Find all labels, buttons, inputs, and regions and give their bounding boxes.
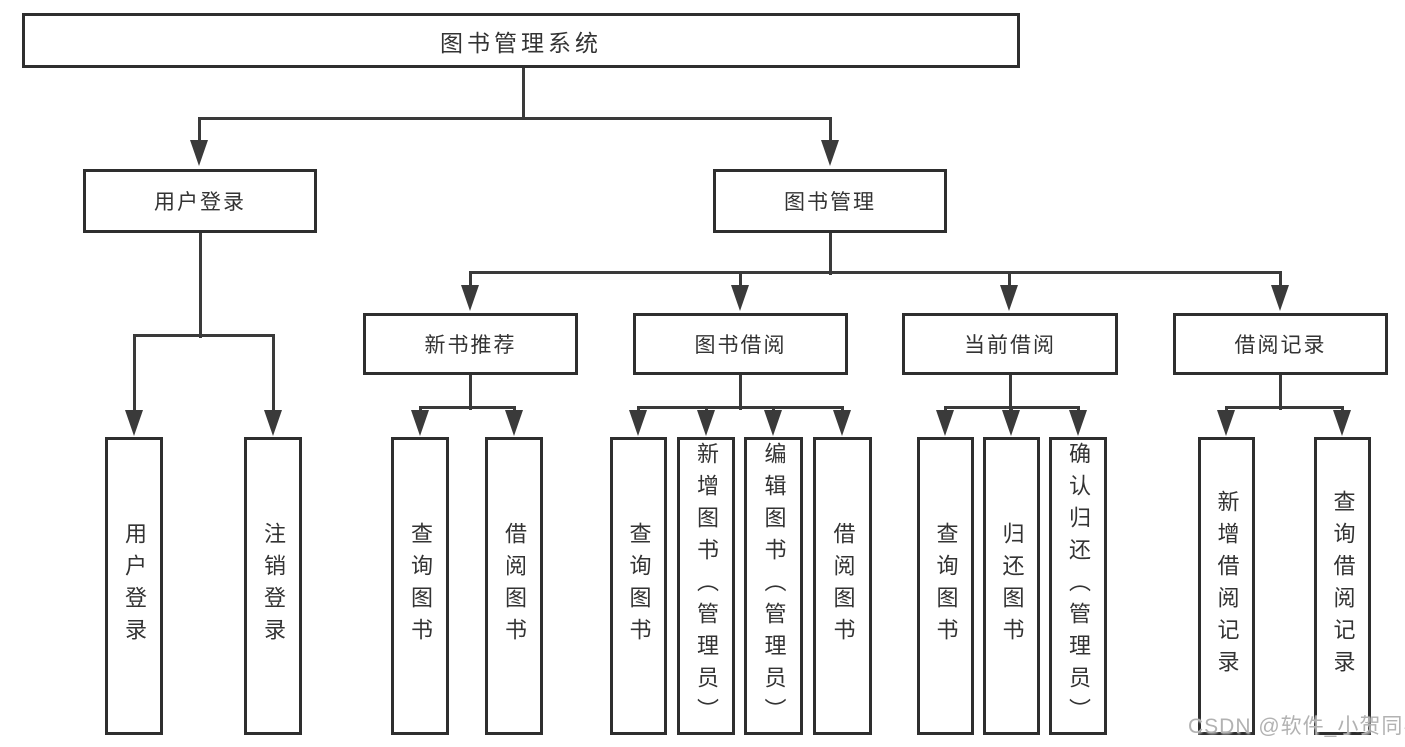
- connector-line: [828, 233, 832, 275]
- connector-line: [1278, 272, 1282, 288]
- connector-line: [1278, 375, 1282, 410]
- leaf-borrow-add-books-admin: 新增图书（管理员）: [677, 437, 735, 735]
- leaf-logout: 注销登录: [244, 437, 302, 735]
- leaf-label: 借阅图书: [502, 522, 527, 650]
- node-borrowing-records: 借阅记录: [1173, 313, 1388, 375]
- connector-line: [521, 68, 525, 118]
- leaf-borrow-borrow-books: 借阅图书: [813, 437, 872, 735]
- connector-line: [132, 335, 136, 414]
- connector-line: [197, 118, 201, 146]
- arrowhead-down-icon: [833, 410, 851, 436]
- connector-line: [468, 272, 472, 288]
- connector-line: [468, 375, 472, 410]
- arrowhead-down-icon: [697, 410, 715, 436]
- connector-line: [943, 405, 1080, 409]
- arrowhead-down-icon: [1002, 410, 1020, 436]
- node-book-management: 图书管理: [713, 169, 947, 233]
- leaf-current-query-books: 查询图书: [917, 437, 974, 735]
- leaf-recommend-borrow-books: 借阅图书: [485, 437, 543, 735]
- leaf-label: 确认归还（管理员）: [1066, 442, 1091, 730]
- connector-line: [636, 405, 844, 409]
- leaf-user-login: 用户登录: [105, 437, 163, 735]
- arrowhead-down-icon: [190, 140, 208, 166]
- leaf-label: 新增借阅记录: [1214, 490, 1240, 682]
- node-user-login: 用户登录: [83, 169, 317, 233]
- csdn-watermark: CSDN @软件_小贺同学: [1188, 715, 1405, 738]
- leaf-records-add-record: 新增借阅记录: [1198, 437, 1255, 735]
- arrowhead-down-icon: [264, 410, 282, 436]
- connector-line: [198, 233, 202, 338]
- leaf-current-return-books: 归还图书: [983, 437, 1040, 735]
- leaf-label: 查询图书: [933, 522, 959, 650]
- arrowhead-down-icon: [1069, 410, 1087, 436]
- arrowhead-down-icon: [821, 140, 839, 166]
- node-new-book-recommendation: 新书推荐: [363, 313, 578, 375]
- leaf-label: 查询图书: [408, 522, 433, 650]
- connector-line: [132, 333, 275, 337]
- arrowhead-down-icon: [461, 285, 479, 311]
- leaf-label: 查询图书: [626, 522, 652, 650]
- connector-line: [197, 116, 832, 120]
- arrowhead-down-icon: [1333, 410, 1351, 436]
- connector-line: [271, 335, 275, 414]
- arrowhead-down-icon: [629, 410, 647, 436]
- connector-line: [828, 118, 832, 146]
- leaf-borrow-query-books: 查询图书: [610, 437, 667, 735]
- arrowhead-down-icon: [936, 410, 954, 436]
- leaf-label: 查询借阅记录: [1330, 490, 1356, 682]
- arrowhead-down-icon: [1271, 285, 1289, 311]
- leaf-records-query-record: 查询借阅记录: [1314, 437, 1371, 735]
- leaf-label: 编辑图书（管理员）: [761, 442, 787, 730]
- connector-line: [468, 270, 1282, 274]
- node-book-borrowing: 图书借阅: [633, 313, 848, 375]
- connector-line: [1008, 375, 1012, 410]
- arrowhead-down-icon: [505, 410, 523, 436]
- leaf-label: 借阅图书: [830, 522, 856, 650]
- leaf-borrow-edit-books-admin: 编辑图书（管理员）: [744, 437, 803, 735]
- arrowhead-down-icon: [1217, 410, 1235, 436]
- connector-line: [738, 272, 742, 288]
- leaf-label: 新增图书（管理员）: [694, 442, 719, 730]
- connector-line: [1007, 272, 1011, 288]
- arrowhead-down-icon: [125, 410, 143, 436]
- arrowhead-down-icon: [1000, 285, 1018, 311]
- leaf-label: 归还图书: [999, 522, 1025, 650]
- arrowhead-down-icon: [764, 410, 782, 436]
- connector-line: [418, 405, 516, 409]
- connector-line: [738, 375, 742, 410]
- node-current-borrowing: 当前借阅: [902, 313, 1118, 375]
- leaf-label: 用户登录: [122, 522, 147, 650]
- leaf-current-confirm-return-admin: 确认归还（管理员）: [1049, 437, 1107, 735]
- arrowhead-down-icon: [731, 285, 749, 311]
- connector-line: [1224, 405, 1344, 409]
- node-library-management-system: 图书管理系统: [22, 13, 1020, 68]
- leaf-label: 注销登录: [261, 522, 286, 650]
- arrowhead-down-icon: [411, 410, 429, 436]
- leaf-recommend-query-books: 查询图书: [391, 437, 449, 735]
